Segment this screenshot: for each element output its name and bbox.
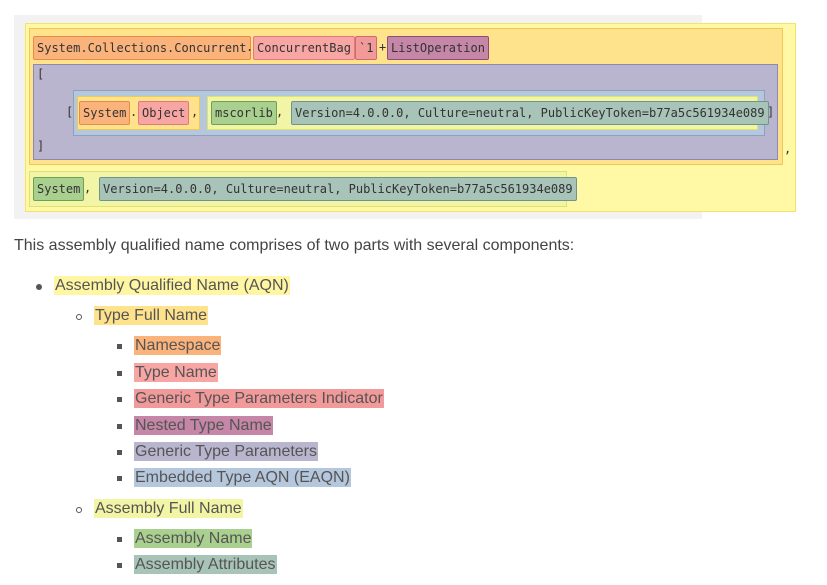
inner-open-bracket: [ xyxy=(66,105,74,119)
close-bracket: ] xyxy=(37,139,45,153)
assembly-attributes-chip: Version=4.0.0.0, Culture=neutral, Public… xyxy=(99,177,577,201)
list-item-nested-type: Nested Type Name xyxy=(134,416,273,435)
bullet-circle xyxy=(76,314,82,320)
list-item-type-name: Type Name xyxy=(134,363,218,382)
generic-indicator-chip: `1 xyxy=(355,36,378,60)
list-item-generic-indicator: Generic Type Parameters Indicator xyxy=(134,389,384,408)
type-name-chip: ConcurrentBag xyxy=(253,36,355,60)
list-item-generic-params: Generic Type Parameters xyxy=(134,442,319,461)
description-paragraph: This assembly qualified name comprises o… xyxy=(14,237,575,254)
bullet-square xyxy=(117,397,122,402)
open-bracket: [ xyxy=(37,67,45,81)
bullet-square xyxy=(117,563,122,568)
bullet-square xyxy=(117,450,122,455)
inner-comma-2: , xyxy=(276,105,284,119)
list-item-assembly-name: Assembly Name xyxy=(134,529,253,548)
inner-type-chip: Object xyxy=(138,101,190,125)
bullet-disc xyxy=(36,284,42,290)
inner-namespace-chip: System xyxy=(79,101,131,125)
list-item-namespace: Namespace xyxy=(134,336,222,355)
bullet-square xyxy=(117,344,122,349)
list-item-eaqn: Embedded Type AQN (EAQN) xyxy=(134,468,351,487)
list-item-assembly-attributes: Assembly Attributes xyxy=(134,555,277,574)
assembly-comma: , xyxy=(84,181,92,195)
bullet-square xyxy=(117,476,122,481)
bullet-circle xyxy=(76,507,82,513)
bullet-square xyxy=(117,424,122,429)
plus-separator: + xyxy=(379,40,387,54)
bullet-square xyxy=(117,371,122,376)
inner-assembly-name-chip: mscorlib xyxy=(211,101,277,125)
inner-close-bracket: ] xyxy=(767,105,775,119)
dot-separator: . xyxy=(246,40,254,54)
inner-comma: , xyxy=(191,105,199,119)
nested-type-chip: ListOperation xyxy=(387,36,489,60)
inner-dot: . xyxy=(130,105,138,119)
list-item-afn: Assembly Full Name xyxy=(94,499,243,518)
namespace-chip: System.Collections.Concurrent xyxy=(33,36,251,60)
assembly-name-chip: System xyxy=(33,177,85,201)
inner-assembly-attributes-chip: Version=4.0.0.0, Culture=neutral, Public… xyxy=(291,101,769,125)
list-item-tfn: Type Full Name xyxy=(94,306,209,325)
bullet-square xyxy=(117,537,122,542)
comma-separator: , xyxy=(784,142,792,156)
list-item-aqn: Assembly Qualified Name (AQN) xyxy=(54,276,290,295)
